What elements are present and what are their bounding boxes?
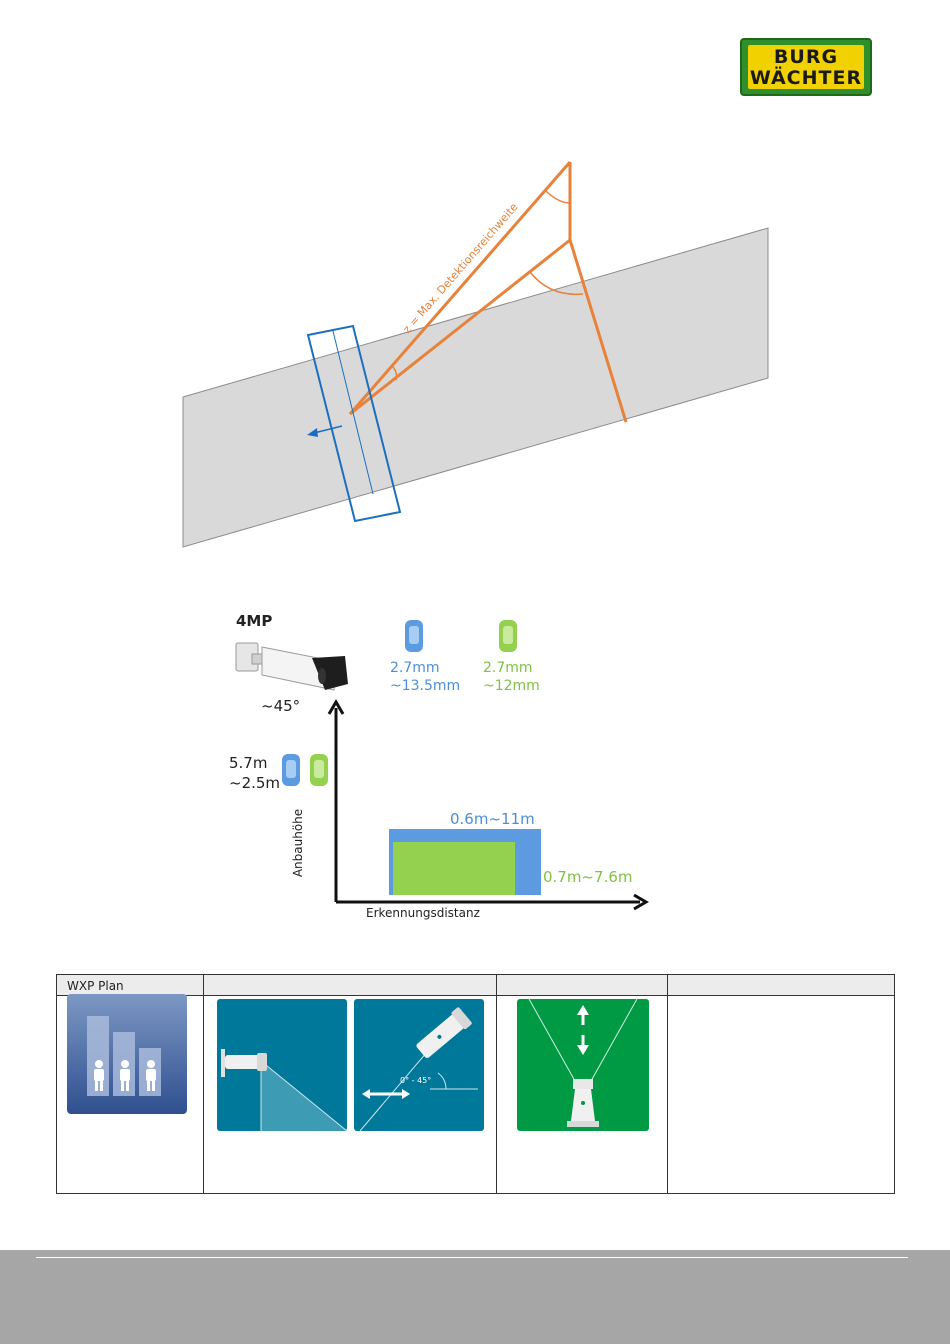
table-cell: 0° - 45° xyxy=(204,996,497,1194)
lens-blue-max: ~13.5mm xyxy=(390,678,460,694)
wall-mount-icon xyxy=(217,999,347,1131)
lens-green-small-icon xyxy=(310,754,328,786)
bullet-camera-icon xyxy=(236,643,348,690)
table-cell xyxy=(497,996,668,1194)
table-header-cell xyxy=(204,975,497,996)
x-axis-label: Erkennungsdistanz xyxy=(366,906,480,920)
y-axis-label: Anbauhöhe xyxy=(291,803,305,883)
tilt-mount-icon: 0° - 45° xyxy=(354,999,484,1131)
people-counting-icon xyxy=(65,992,189,1118)
lens-green-min: 2.7mm xyxy=(483,660,533,676)
page-footer xyxy=(0,1250,950,1344)
table-row: 0° - 45° xyxy=(57,996,895,1194)
lens-green-icon xyxy=(499,620,517,652)
lens-green-max: ~12mm xyxy=(483,678,540,694)
height-min: ~2.5m xyxy=(229,774,280,792)
header-label: WXP Plan xyxy=(67,979,124,993)
range-green-bar xyxy=(393,842,515,895)
chart-title: 4MP xyxy=(236,612,272,630)
angle-label: ~45° xyxy=(261,697,300,715)
tilt-range-label: 0° - 45° xyxy=(400,1076,431,1085)
lens-blue-small-icon xyxy=(282,754,300,786)
height-max: 5.7m xyxy=(229,754,267,772)
range-blue-label: 0.6m~11m xyxy=(450,810,535,828)
table-cell xyxy=(668,996,895,1194)
table-cell xyxy=(57,996,204,1194)
mounting-table: WXP Plan xyxy=(56,974,895,1194)
range-green-label: 0.7m~7.6m xyxy=(543,868,633,886)
lens-blue-icon xyxy=(405,620,423,652)
lens-blue-min: 2.7mm xyxy=(390,660,440,676)
ceiling-mount-icon xyxy=(517,999,649,1131)
table-header-cell xyxy=(497,975,668,996)
table-header-cell xyxy=(668,975,895,996)
footer-rule xyxy=(36,1257,908,1258)
